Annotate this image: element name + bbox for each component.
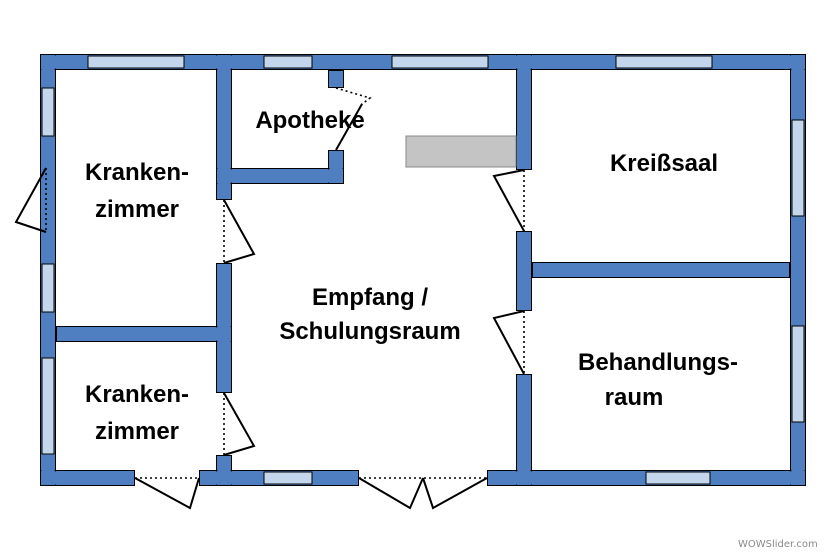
svg-text:Kranken-: Kranken- xyxy=(85,381,189,408)
door-swing xyxy=(335,87,372,151)
window xyxy=(645,471,711,485)
svg-text:Behandlungs-: Behandlungs- xyxy=(578,349,738,376)
room-label-apotheke: Apotheke xyxy=(255,107,364,134)
wall-fill xyxy=(41,471,134,485)
reception-counter xyxy=(405,135,517,168)
wall-fill xyxy=(329,71,343,87)
svg-text:zimmer: zimmer xyxy=(95,418,179,445)
door-leaf xyxy=(492,169,525,232)
wall-fill xyxy=(329,151,343,183)
wall-outline xyxy=(328,150,344,184)
room-label-krankenzimmer-top: Kranken- zimmer xyxy=(85,159,189,223)
window xyxy=(391,55,489,69)
wall-fill xyxy=(517,55,531,169)
window xyxy=(41,87,55,137)
window xyxy=(615,55,713,69)
door-leaf xyxy=(134,477,200,510)
wall-outline xyxy=(532,262,790,278)
door-leaf xyxy=(223,199,256,264)
window xyxy=(791,325,805,423)
door-leaf xyxy=(422,477,488,510)
window xyxy=(41,263,55,313)
door-leaf xyxy=(223,392,256,456)
wall-outline xyxy=(487,470,806,486)
wall-outline xyxy=(199,470,359,486)
door-leaf xyxy=(358,477,424,510)
doors xyxy=(14,87,525,510)
wall-outline xyxy=(516,54,532,170)
room-label-krankenzimmer-bottom: Kranken- zimmer xyxy=(85,381,189,445)
svg-text:Schulungsraum: Schulungsraum xyxy=(279,318,460,345)
door-leaf xyxy=(492,310,525,375)
wall-fill xyxy=(533,263,789,277)
svg-text:Kranken-: Kranken- xyxy=(85,159,189,186)
room-label-behandlungsraum: Behandlungs- raum xyxy=(578,349,738,411)
watermark-text: WOWSlider.com xyxy=(738,539,818,550)
wall-fill xyxy=(517,232,531,310)
wall-fill xyxy=(57,327,231,341)
wall-outline xyxy=(40,470,135,486)
wall-outline xyxy=(216,54,232,200)
door-leaf xyxy=(14,167,47,233)
window xyxy=(87,55,185,69)
window xyxy=(263,55,313,69)
wall-outline xyxy=(328,70,344,88)
window xyxy=(263,471,313,485)
wall-outline xyxy=(56,326,232,342)
windows xyxy=(41,55,805,485)
window xyxy=(41,357,55,455)
wall-outline xyxy=(516,231,532,311)
room-label-empfang: Empfang / Schulungsraum xyxy=(279,284,460,345)
wall-fill xyxy=(517,375,531,485)
room-label-kreisssaal: Kreißsaal xyxy=(610,150,718,177)
wall-outline xyxy=(216,455,232,486)
svg-text:raum: raum xyxy=(605,384,664,411)
wall-outline xyxy=(516,374,532,486)
wall-fill xyxy=(217,456,231,485)
wall-fill xyxy=(217,169,343,183)
wall-fill xyxy=(217,55,231,199)
svg-text:Empfang /: Empfang / xyxy=(312,284,428,311)
window xyxy=(791,119,805,217)
svg-text:zimmer: zimmer xyxy=(95,196,179,223)
